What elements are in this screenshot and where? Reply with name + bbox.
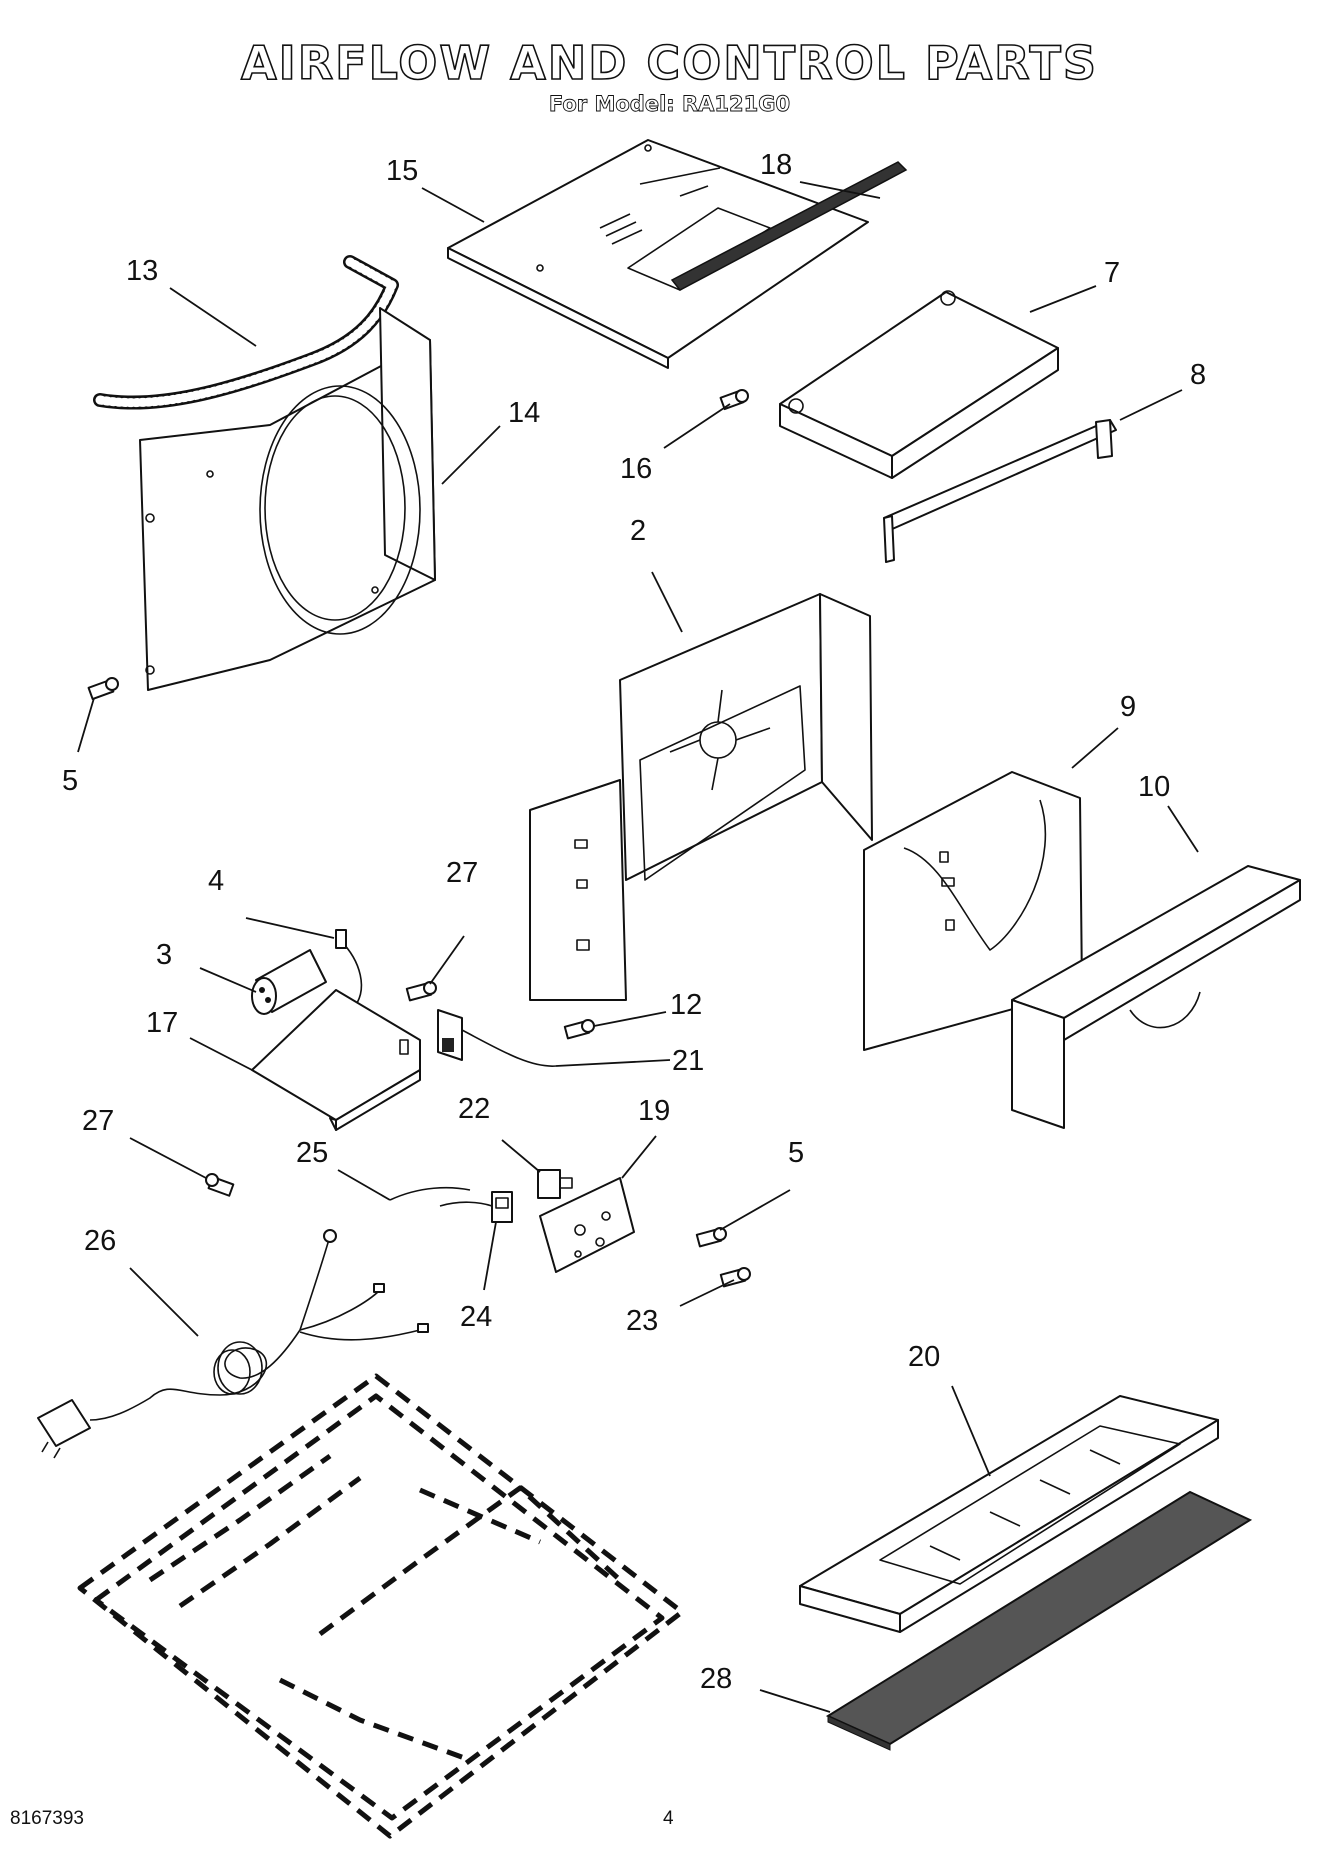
part-9-scroll-housing	[863, 771, 1083, 1051]
document-number: 8167393	[10, 1808, 84, 1829]
callout-15: 15	[386, 155, 418, 187]
part-23-screw	[719, 1267, 751, 1288]
callout-21: 21	[672, 1045, 704, 1077]
callout-10: 10	[1138, 771, 1170, 803]
leader-lines	[77, 181, 1199, 1713]
part-17-control-bracket	[251, 989, 421, 1131]
part-14-shroud-panel	[139, 307, 436, 691]
callout-18: 18	[760, 149, 792, 181]
callout-5-lower: 5	[788, 1137, 804, 1169]
callout-12: 12	[670, 989, 702, 1021]
part-28-filter	[825, 1490, 1253, 1751]
callout-19: 19	[638, 1095, 670, 1127]
part-8-bracket	[883, 419, 1117, 563]
callout-27-lower: 27	[82, 1105, 114, 1137]
part-10-rail	[1011, 865, 1301, 1129]
part-5-screw-lower	[695, 1227, 727, 1248]
callout-3: 3	[156, 939, 172, 971]
callout-23: 23	[626, 1305, 658, 1337]
callout-7: 7	[1104, 257, 1120, 289]
callout-16: 16	[620, 453, 652, 485]
page-title: AIRFLOW AND CONTROL PARTS	[240, 35, 1098, 91]
part-18-foam-strip	[670, 161, 908, 291]
callout-5-upper: 5	[62, 765, 78, 797]
callout-22: 22	[458, 1093, 490, 1125]
part-21-ground-strap	[437, 1009, 557, 1067]
callout-26: 26	[84, 1225, 116, 1257]
part-3-capacitor	[251, 949, 327, 1015]
part-15-top-cover	[447, 139, 869, 369]
callout-17: 17	[146, 1007, 178, 1039]
part-19-control-panel	[539, 1177, 635, 1273]
part-22-switch	[537, 1169, 573, 1199]
part-7-control-cover	[779, 290, 1059, 479]
callout-labels: 15 18 13 7 14 8 16 2 5 9 10 4 27 3 17 12…	[62, 149, 1206, 1695]
base-pan-phantom	[77, 1373, 685, 1839]
page-subtitle: For Model: RA121G0	[548, 92, 791, 117]
part-25-capillary	[389, 1186, 493, 1207]
part-12-screw	[563, 1019, 595, 1040]
page-number: 4	[663, 1808, 674, 1829]
callout-20: 20	[908, 1341, 940, 1373]
callout-9: 9	[1120, 691, 1136, 723]
part-5-screw	[87, 677, 119, 701]
callout-13: 13	[126, 255, 158, 287]
callout-27-upper: 27	[446, 857, 478, 889]
callout-25: 25	[296, 1137, 328, 1169]
part-20-drain-tray	[799, 1395, 1219, 1633]
part-27-screw	[405, 981, 437, 1002]
part-26-power-cord	[37, 1229, 429, 1459]
part-27-screw-lower	[205, 1173, 235, 1197]
callout-8: 8	[1190, 359, 1206, 391]
part-16-screw	[719, 389, 749, 411]
part-24-thermostat	[491, 1191, 513, 1223]
callout-2: 2	[630, 515, 646, 547]
callout-28: 28	[700, 1663, 732, 1695]
part-2-partition	[529, 593, 873, 1001]
callout-14: 14	[508, 397, 540, 429]
callout-24: 24	[460, 1301, 492, 1333]
callout-4: 4	[208, 865, 224, 897]
